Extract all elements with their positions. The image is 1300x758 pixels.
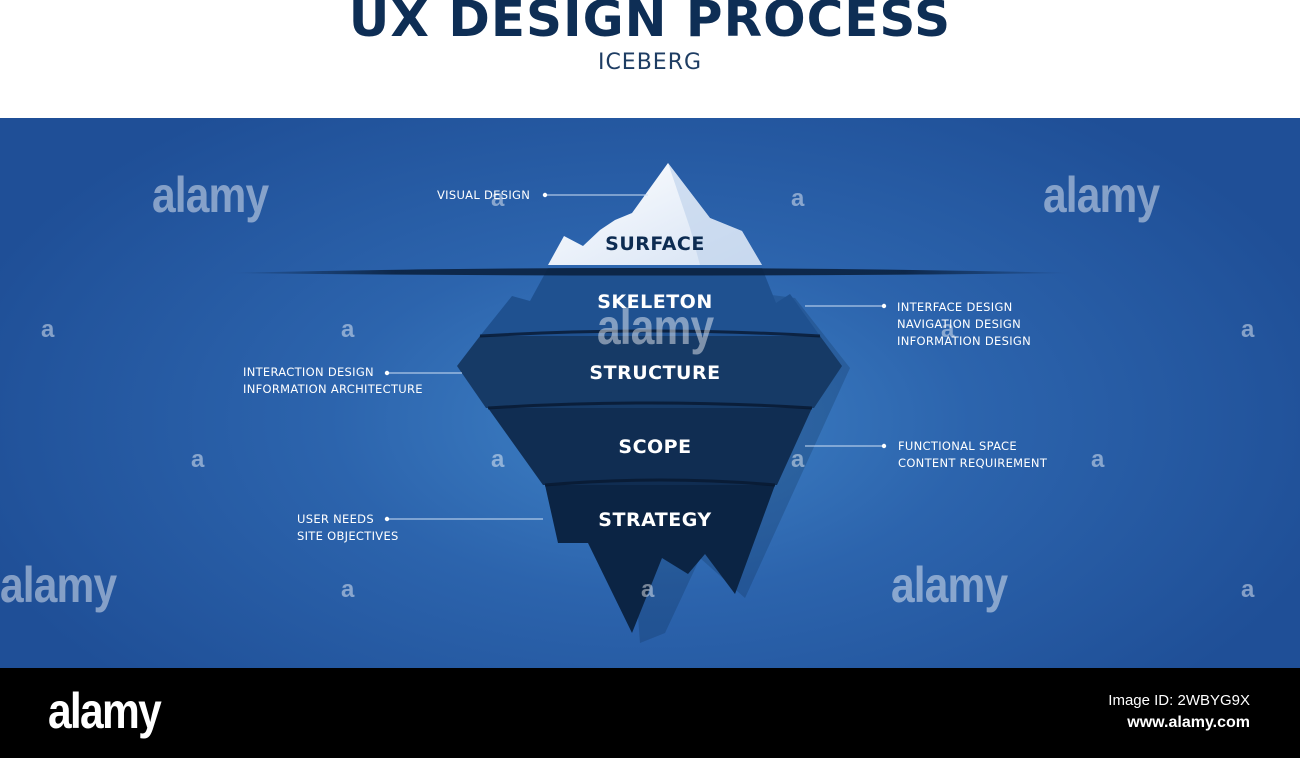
watermark-mark: a <box>1241 316 1254 343</box>
watermark-mark: a <box>1091 446 1104 473</box>
watermark-mark: a <box>491 446 504 473</box>
annotation-line: INFORMATION ARCHITECTURE <box>243 382 423 396</box>
layer-label-structure: STRUCTURE <box>589 362 720 384</box>
annotation-surface: VISUAL DESIGN <box>437 187 530 204</box>
watermark-mark: a <box>191 446 204 473</box>
annotation-scope: FUNCTIONAL SPACE CONTENT REQUIREMENT <box>898 438 1047 472</box>
annotation-line: CONTENT REQUIREMENT <box>898 456 1048 470</box>
image-id: Image ID: 2WBYG9X <box>1108 692 1250 709</box>
watermark-logo: alamy <box>1043 167 1160 223</box>
annotation-line: NAVIGATION DESIGN <box>897 317 1022 331</box>
surface-ice-shade <box>668 163 762 265</box>
annotation-line: VISUAL DESIGN <box>437 188 531 202</box>
connector-lines <box>388 194 882 520</box>
watermark-mark: a <box>941 316 954 343</box>
layer-label-skeleton: SKELETON <box>597 291 713 313</box>
footer-bar: alamy Image ID: 2WBYG9X www.alamy.com <box>0 668 1300 758</box>
watermark-mark: a <box>341 316 354 343</box>
layer-label-scope: SCOPE <box>618 436 691 458</box>
iceberg-panel: SURFACE SKELETON STRUCTURE SCOPE STRATEG… <box>0 118 1300 668</box>
watermark-mark: a <box>791 185 804 212</box>
annotation-line: INFORMATION DESIGN <box>897 334 1031 348</box>
layer-divider <box>544 478 776 487</box>
layer-divider <box>487 401 813 410</box>
water-line <box>225 268 1075 276</box>
connector-dot <box>881 303 887 309</box>
connector-dot <box>384 516 390 522</box>
watermark-mark: a <box>791 446 804 473</box>
footer-logo: alamy <box>48 683 162 739</box>
watermark-mark: a <box>341 576 354 603</box>
watermark-logo: alamy <box>597 299 714 355</box>
annotation-strategy: USER NEEDS SITE OBJECTIVES <box>297 511 399 545</box>
annotation-line: INTERACTION DESIGN <box>243 365 374 379</box>
header: UX DESIGN PROCESS ICEBERG <box>0 0 1300 118</box>
strategy-layer <box>545 485 775 633</box>
watermark-mark: a <box>641 576 654 603</box>
page-title: UX DESIGN PROCESS <box>348 0 952 48</box>
page-subtitle: ICEBERG <box>597 50 703 75</box>
annotation-structure: INTERACTION DESIGN INFORMATION ARCHITECT… <box>243 364 423 398</box>
annotation-line: USER NEEDS <box>297 512 374 526</box>
layer-divider <box>479 329 821 338</box>
connector-dot <box>384 370 390 376</box>
watermark-logo: alamy <box>152 167 269 223</box>
connector-dot <box>881 443 887 449</box>
watermark-mark: a <box>41 316 54 343</box>
watermark-mark: a <box>1241 576 1254 603</box>
footer-url[interactable]: www.alamy.com <box>1127 714 1250 731</box>
connector-dot <box>542 192 548 198</box>
annotation-skeleton: INTERFACE DESIGN NAVIGATION DESIGN INFOR… <box>897 299 1031 350</box>
layer-label-surface: SURFACE <box>605 233 705 255</box>
watermark-logo: alamy <box>0 557 117 613</box>
structure-layer <box>457 336 842 408</box>
connector-dots <box>384 192 887 522</box>
annotation-line: SITE OBJECTIVES <box>297 529 399 543</box>
watermark-logo: alamy <box>891 557 1008 613</box>
skeleton-layer <box>480 268 820 336</box>
iceberg-diagram: SURFACE SKELETON STRUCTURE SCOPE STRATEG… <box>225 163 1075 643</box>
annotation-line: INTERFACE DESIGN <box>897 300 1013 314</box>
watermark-mark: a <box>491 185 504 212</box>
layer-label-strategy: STRATEGY <box>598 509 711 531</box>
scope-layer <box>488 408 812 485</box>
annotation-line: FUNCTIONAL SPACE <box>898 439 1017 453</box>
